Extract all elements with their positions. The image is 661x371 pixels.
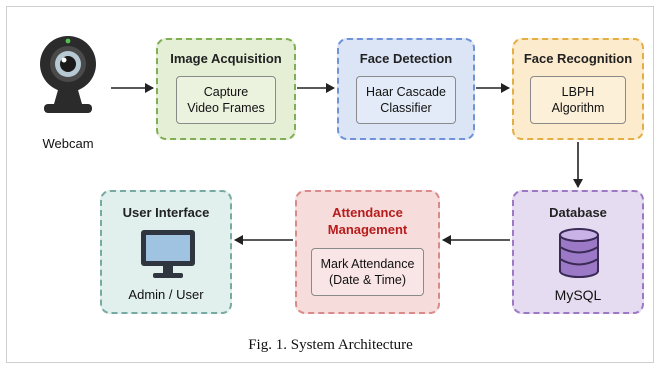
face-recognition-title: Face Recognition (523, 51, 633, 66)
lbph-algorithm-box: LBPH Algorithm (530, 76, 626, 124)
database-icon (559, 228, 599, 278)
face-detection-node: Face Detection Haar Cascade Classifier (337, 38, 475, 140)
user-interface-title: User Interface (122, 205, 210, 220)
image-acquisition-node: Image Acquisition Capture Video Frames (156, 38, 296, 140)
capture-video-frames-box: Capture Video Frames (176, 76, 276, 124)
figure-caption: Fig. 1. System Architecture (248, 337, 413, 353)
mark-attendance-box: Mark Attendance (Date & Time) (311, 248, 424, 296)
attendance-management-title: Attendance Management (327, 205, 408, 237)
webcam-label: Webcam (42, 136, 94, 151)
admin-user-label: Admin / User (128, 287, 204, 302)
face-detection-title: Face Detection (359, 51, 453, 66)
database-title: Database (549, 205, 607, 220)
attendance-management-node: Attendance Management Mark Attendance (D… (295, 190, 440, 314)
face-recognition-node: Face Recognition LBPH Algorithm (512, 38, 644, 140)
haar-cascade-box: Haar Cascade Classifier (356, 76, 456, 124)
image-acquisition-title: Image Acquisition (170, 51, 282, 66)
monitor-icon (141, 230, 195, 278)
mysql-label: MySQL (554, 287, 602, 303)
webcam-icon (40, 36, 96, 113)
user-interface-node: User Interface Admin / User (100, 190, 232, 314)
database-node: Database MySQL (512, 190, 644, 314)
